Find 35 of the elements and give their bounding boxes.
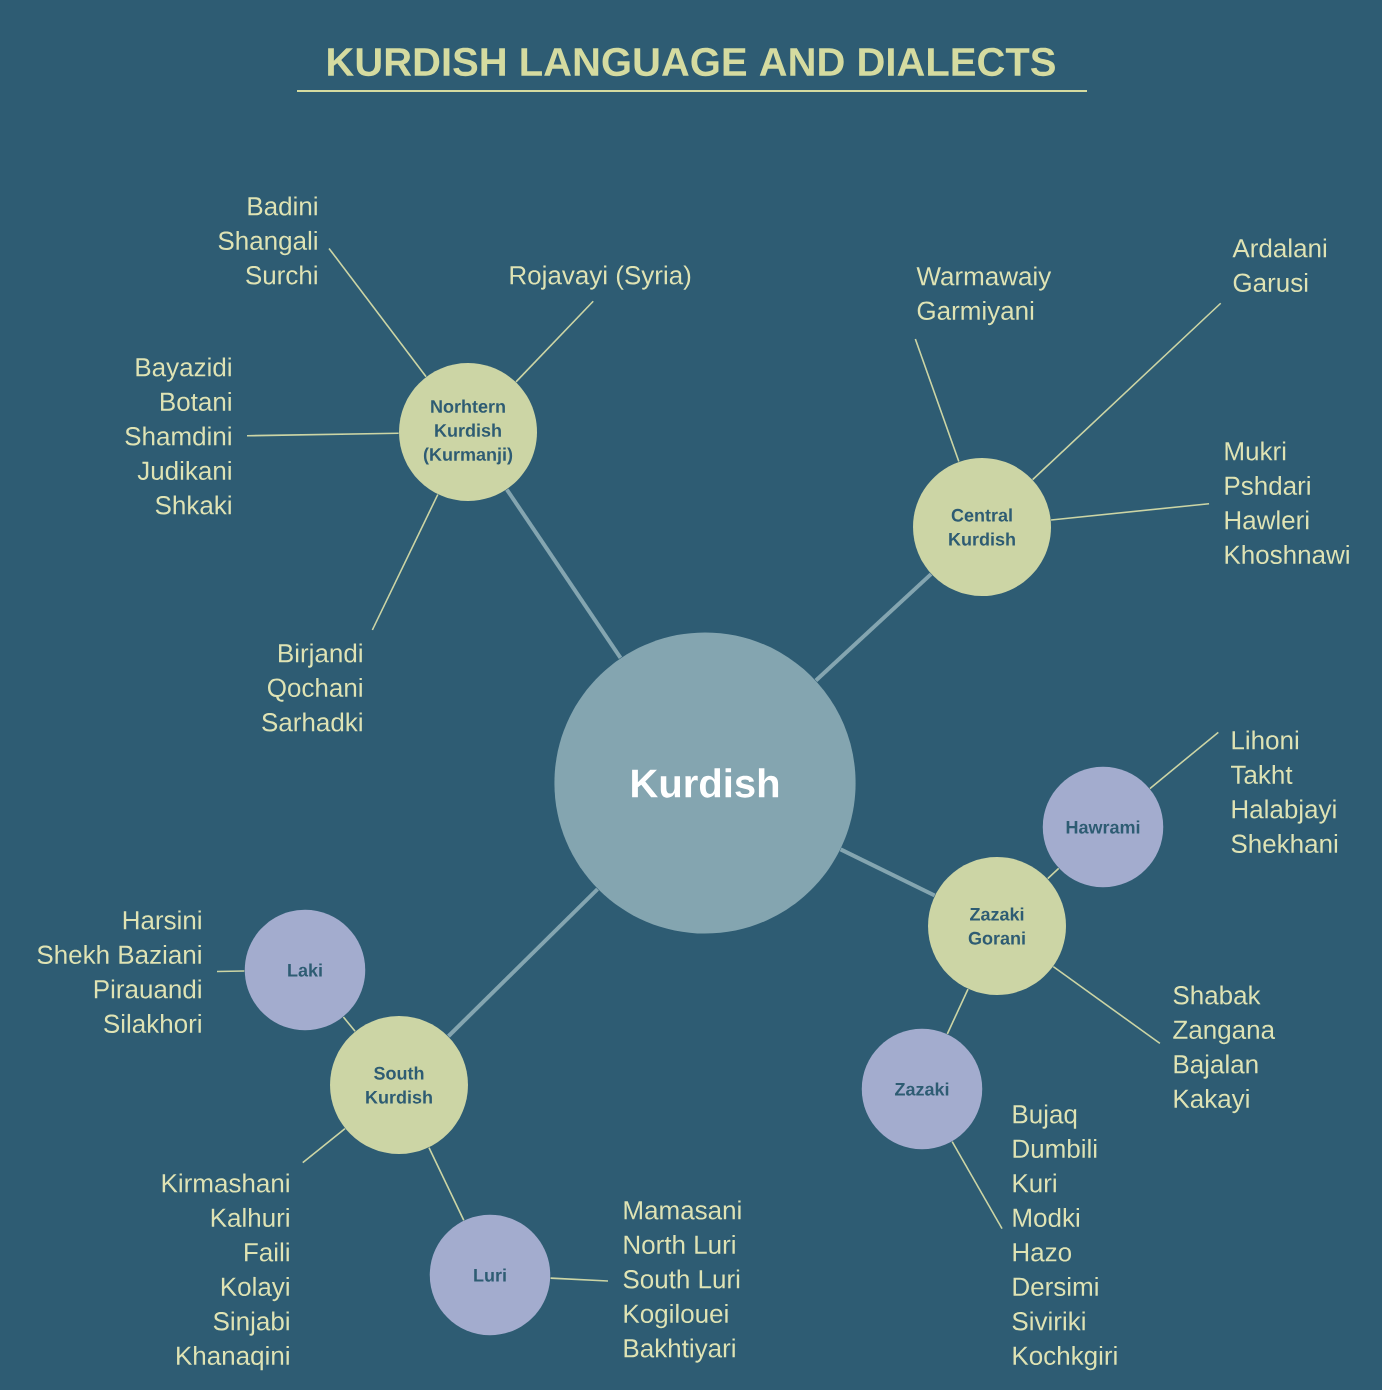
connector-line xyxy=(328,247,427,378)
connector-line xyxy=(951,1140,1003,1230)
dialect-list: Rojavayi (Syria) xyxy=(510,265,691,290)
connector-line xyxy=(1031,302,1222,481)
dialect-list: Shabak Zangana Bajalan Kakayi xyxy=(1173,985,1276,1114)
connector-line xyxy=(342,1016,356,1033)
dialect-list: Bayazidi Botani Shamdini Judikani Shkaki xyxy=(125,357,231,515)
connector-line xyxy=(814,572,933,682)
dialect-list: Mamasani North Luri South Luri Kogilouei Bakhtiyari xyxy=(623,1200,741,1363)
title: KURDISH LANGUAGE AND DIALECTS xyxy=(296,47,1088,92)
dialect-list: Birjandi Qochani Sarhadki xyxy=(262,643,362,732)
connector-line xyxy=(839,847,936,898)
connector-line xyxy=(549,1277,609,1282)
dialect-list: Mukri Pshdari Hawleri Khoshnawi xyxy=(1225,441,1349,564)
connector-line xyxy=(428,1146,465,1222)
connector-line xyxy=(246,432,400,437)
dialect-list: Harsini Shekh Baziani Pirauandi Silakhori xyxy=(37,910,201,1033)
dialect-list: Badini Shangali Surchi xyxy=(218,196,317,285)
dialect-list: Kirmashani Kalhuri Faili Kolayi Sinjabi Khanaqini xyxy=(162,1173,289,1371)
connector-line xyxy=(914,338,960,463)
connector-line xyxy=(301,1127,346,1164)
connector-line xyxy=(1046,867,1060,880)
connector-line xyxy=(371,493,439,631)
dialect-list: Warmawaiy Garmiyani xyxy=(916,266,1052,326)
connector-line xyxy=(1050,502,1210,521)
connector-line xyxy=(216,970,246,973)
dialect-list: Lihoni Takht Halabjayi Shekhani xyxy=(1231,730,1338,853)
connector-line xyxy=(1149,731,1220,790)
dialect-list: Ardalani Garusi xyxy=(1232,238,1326,292)
connector-line xyxy=(515,300,595,383)
connector-line xyxy=(505,488,623,659)
connector-line xyxy=(447,887,599,1038)
dialect-list: Bujaq Dumbili Kuri Modki Hazo Dersimi Siviriki Kochkgiri xyxy=(1012,1104,1117,1371)
connector-line xyxy=(946,988,969,1035)
connector-line xyxy=(1052,965,1161,1045)
